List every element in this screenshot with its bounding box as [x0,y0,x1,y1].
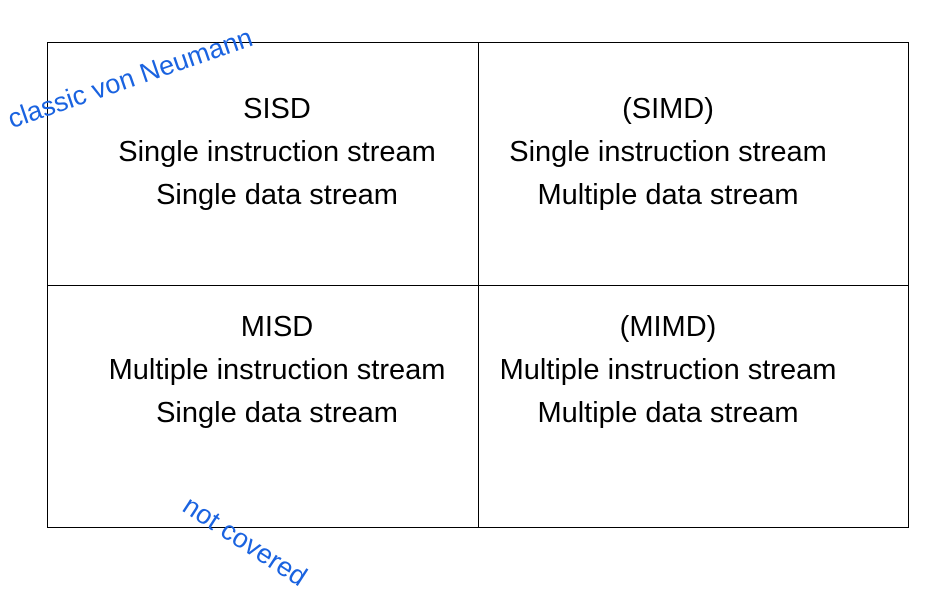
quadrant-mimd: (MIMD) Multiple instruction stream Multi… [438,306,898,435]
quadrant-data-line: Single data stream [156,179,398,211]
quadrant-title: (SIMD) [622,93,714,125]
quadrant-title: (MIMD) [619,311,717,343]
quadrant-data-line: Multiple data stream [537,397,799,429]
quadrant-title: SISD [243,93,311,125]
quadrant-instruction-line: Multiple instruction stream [108,354,446,386]
quadrant-instruction-line: Multiple instruction stream [499,354,837,386]
quadrant-sisd: SISD Single instruction stream Single da… [47,88,507,217]
quadrant-instruction-line: Single instruction stream [509,136,827,168]
quadrant-data-line: Multiple data stream [537,179,799,211]
quadrant-misd: MISD Multiple instruction stream Single … [47,306,507,435]
quadrant-title: MISD [240,311,314,343]
quadrant-data-line: Single data stream [156,397,398,429]
horizontal-divider [48,285,908,286]
taxonomy-grid [47,42,909,528]
quadrant-simd: (SIMD) Single instruction stream Multipl… [438,88,898,217]
quadrant-instruction-line: Single instruction stream [118,136,436,168]
